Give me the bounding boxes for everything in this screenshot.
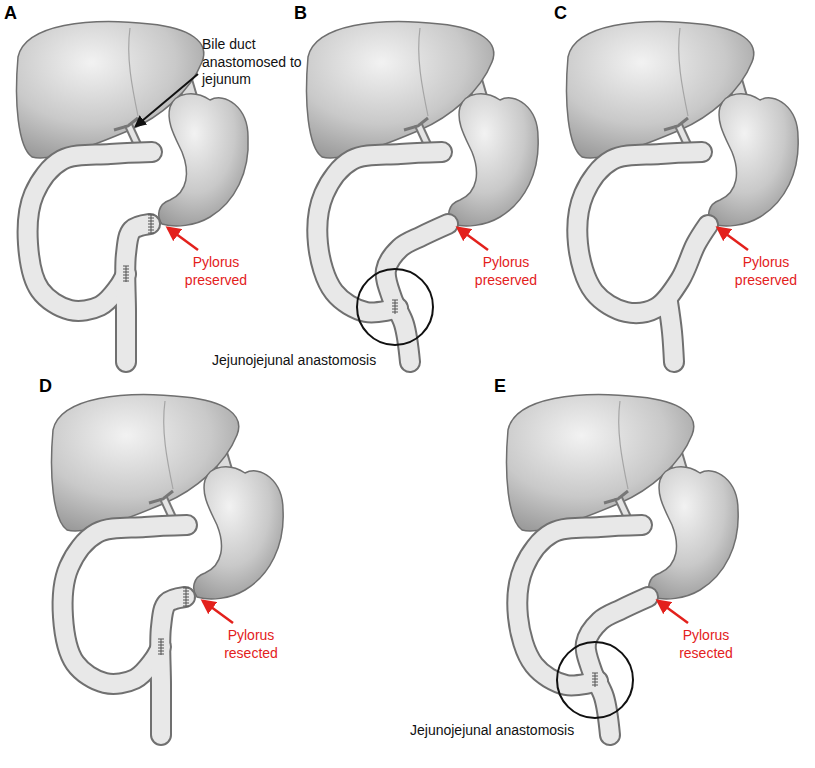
suture-tick [123, 266, 129, 267]
callout-label: Bile duct anastomosed to jejunum [202, 36, 302, 89]
suture-tick [592, 676, 598, 677]
suture-tick [392, 300, 398, 301]
hepatic-ducts [404, 118, 428, 130]
suture-tick [592, 682, 598, 683]
suture-tick [183, 594, 189, 595]
liver-fissure [164, 401, 173, 489]
suture-tick [123, 272, 129, 273]
pylorus-label: Pylorus preserved [466, 254, 546, 289]
suture-tick [148, 233, 154, 234]
jejunum [668, 302, 674, 362]
liver-fissure [419, 28, 428, 116]
highlight-circle [357, 269, 433, 345]
suture-tick [123, 275, 129, 276]
panel-letter: D [39, 375, 52, 398]
suture-tick [123, 278, 129, 279]
jejunum [125, 224, 150, 362]
hepatic-ducts [114, 118, 138, 130]
pylorus-arrow [658, 601, 688, 623]
panel-letter: B [294, 2, 307, 25]
suture-tick [123, 269, 129, 270]
hepatic-ducts [149, 491, 173, 503]
callout-arrow [136, 74, 198, 126]
stomach [159, 94, 248, 226]
pylorus-arrow [458, 228, 488, 250]
panel-letter: E [494, 375, 506, 398]
suture-tick [158, 645, 164, 646]
jejunum [668, 302, 674, 362]
suture-line [126, 266, 127, 282]
jejunum [586, 597, 648, 735]
anastomosis-label: Jejunojejunal anastomosis [212, 352, 376, 370]
hepatic-ducts [604, 491, 628, 503]
suture-tick [158, 639, 164, 640]
suture-tick [158, 648, 164, 649]
suture-tick [183, 603, 189, 604]
pylorus-label: Pylorus resected [211, 627, 291, 662]
panel-letter: A [4, 2, 17, 25]
jejunum [386, 224, 448, 362]
reconstruction-panel [52, 395, 284, 735]
liver-fissure [619, 401, 628, 489]
pylorus-arrow [203, 601, 233, 623]
suture-tick [183, 606, 189, 607]
suture-tick [148, 227, 154, 228]
suture-tick [592, 673, 598, 674]
suture-line [161, 639, 162, 655]
jejunum [160, 597, 185, 735]
stomach [709, 94, 798, 226]
jejunum [577, 152, 708, 313]
suture-tick [592, 685, 598, 686]
suture-tick [148, 215, 154, 216]
panel-letter: C [554, 2, 567, 25]
pylorus-arrow [168, 228, 198, 250]
highlight-circle [557, 642, 633, 718]
reconstruction-panel [507, 395, 739, 735]
suture-tick [123, 281, 129, 282]
jejunum [386, 224, 448, 362]
suture-tick [392, 306, 398, 307]
reconstruction-panel [567, 22, 799, 362]
pylorus-label: Pylorus preserved [176, 254, 256, 289]
suture-tick [183, 600, 189, 601]
liver-fissure [129, 28, 138, 116]
suture-tick [148, 221, 154, 222]
jejunum [125, 224, 150, 362]
suture-tick [148, 218, 154, 219]
suture-tick [158, 651, 164, 652]
suture-tick [148, 230, 154, 231]
pylorus-arrow [718, 228, 748, 250]
suture-tick [592, 679, 598, 680]
anastomosis-label: Jejunojejunal anastomosis [410, 722, 574, 740]
stomach [649, 467, 738, 599]
jejunum [577, 152, 708, 313]
suture-tick [148, 224, 154, 225]
suture-tick [392, 312, 398, 313]
jejunum [160, 597, 185, 735]
suture-tick [392, 309, 398, 310]
stomach [449, 94, 538, 226]
suture-tick [158, 654, 164, 655]
suture-tick [158, 642, 164, 643]
suture-tick [183, 588, 189, 589]
liver-fissure [679, 28, 688, 116]
stomach [194, 467, 283, 599]
jejunum [586, 597, 648, 735]
pylorus-label: Pylorus preserved [726, 254, 806, 289]
suture-tick [392, 303, 398, 304]
pylorus-label: Pylorus resected [666, 627, 746, 662]
hepatic-ducts [664, 118, 688, 130]
reconstruction-panel [307, 22, 539, 362]
suture-tick [183, 591, 189, 592]
suture-tick [183, 597, 189, 598]
